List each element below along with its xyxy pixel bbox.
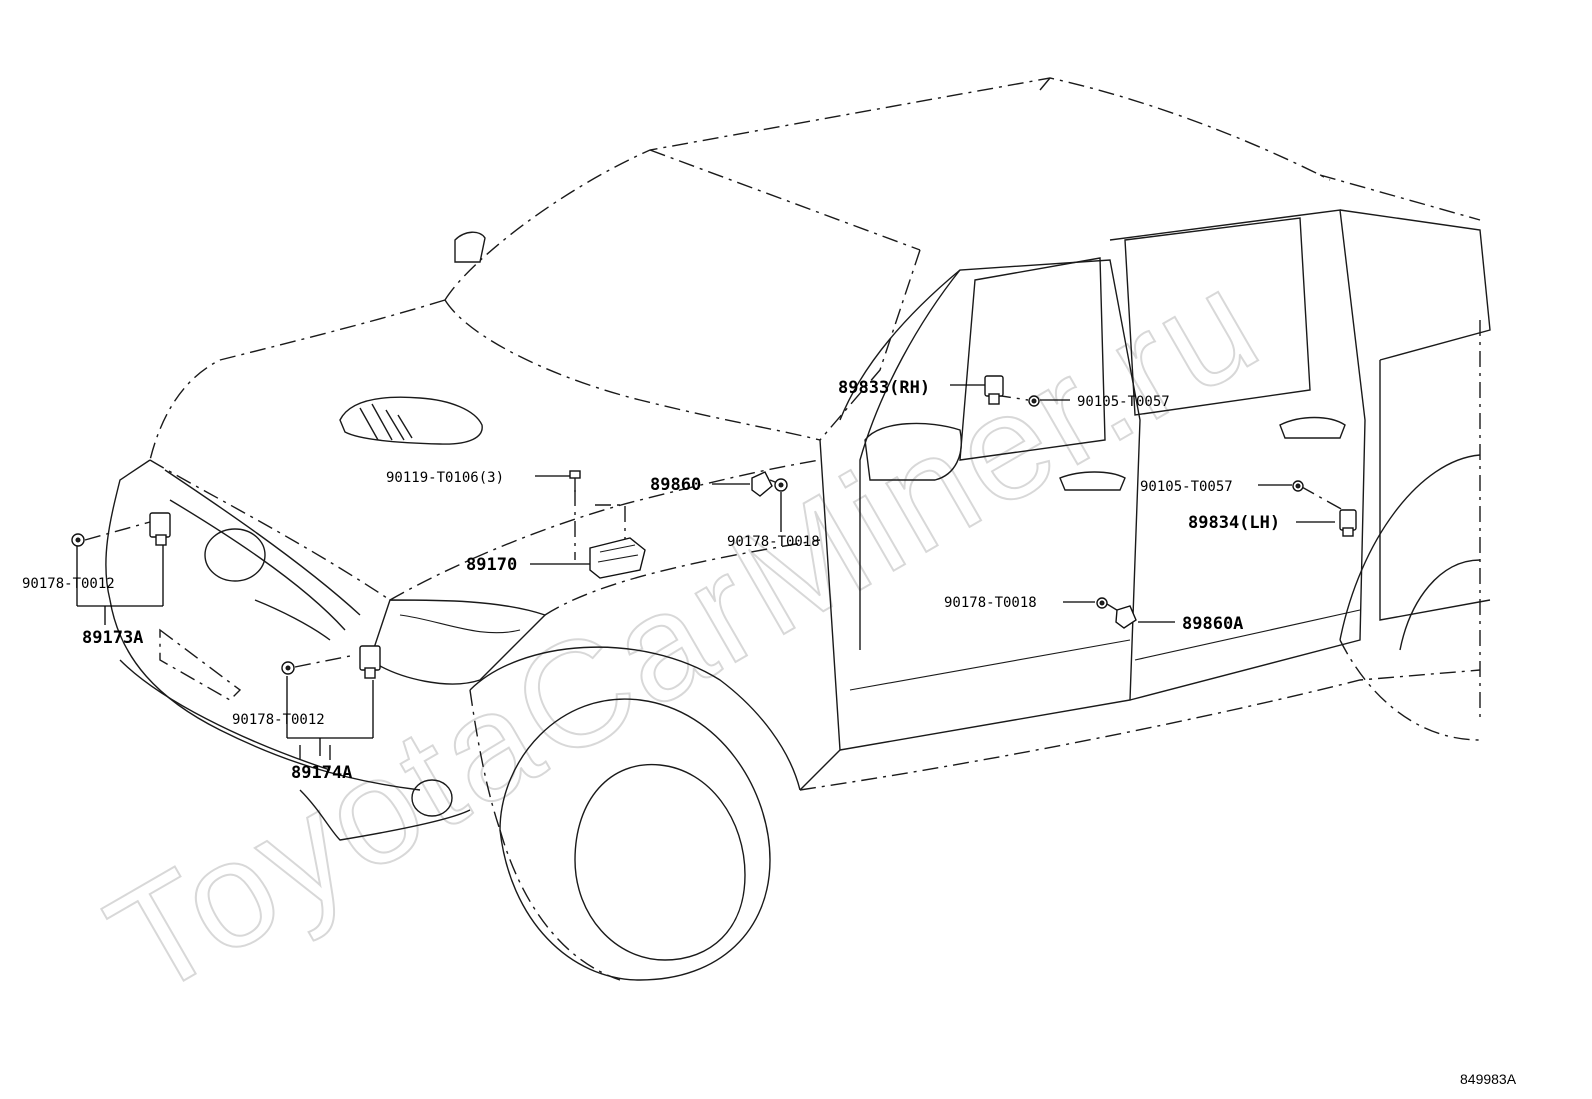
callout-90119-t0106[interactable]: 90119-T0106(3) [386, 470, 504, 486]
bolt-90105-b-icon [1292, 480, 1304, 492]
sensor-89860a-icon [1115, 605, 1137, 629]
nut-90178-b-icon [1096, 597, 1108, 609]
bolt-90119-icon [569, 470, 581, 492]
vehicle-outline [105, 77, 1491, 981]
sensor-89833-icon [984, 375, 1004, 405]
bolt-90105-a-icon [1028, 395, 1040, 407]
callout-90105-t0057-upper[interactable]: 90105-T0057 [1077, 394, 1170, 410]
callout-90178-t0012-right[interactable]: 90178-T0012 [232, 712, 325, 728]
watermark-text: ToyotaCarMiner.ru [82, 235, 1286, 1027]
callout-89833-rh[interactable]: 89833(RH) [838, 378, 930, 398]
nut-90178-a-icon [774, 478, 788, 492]
watermark: ToyotaCarMiner.ru [81, 234, 1287, 1028]
callout-89170[interactable]: 89170 [466, 555, 517, 575]
diagram-reference-number: 849983A [1460, 1071, 1517, 1087]
callout-90178-t0018-lower[interactable]: 90178-T0018 [944, 595, 1037, 611]
sensor-89834-icon [1339, 509, 1357, 537]
callout-89860a[interactable]: 89860A [1182, 614, 1243, 634]
callout-labels: 89833(RH) 90105-T0057 90119-T0106(3) 898… [22, 378, 1280, 783]
callout-89174a[interactable]: 89174A [291, 763, 352, 783]
part-symbols [71, 375, 1357, 679]
callout-90178-t0018-upper[interactable]: 90178-T0018 [727, 534, 820, 550]
leader-lines [76, 384, 1344, 760]
sensor-89174a-icon [359, 645, 381, 679]
callout-89173a[interactable]: 89173A [82, 628, 143, 648]
nut-90178-front-a-icon [71, 533, 85, 547]
callout-89834-lh[interactable]: 89834(LH) [1188, 513, 1280, 533]
nut-90178-front-b-icon [281, 661, 295, 675]
sensor-89860-icon [751, 471, 773, 497]
airbag-ecu-89170-icon [589, 537, 646, 579]
callout-90105-t0057-lower[interactable]: 90105-T0057 [1140, 479, 1233, 495]
callout-90178-t0012-left[interactable]: 90178-T0012 [22, 576, 115, 592]
sensor-89173a-icon [149, 512, 171, 546]
callout-89860[interactable]: 89860 [650, 475, 701, 495]
